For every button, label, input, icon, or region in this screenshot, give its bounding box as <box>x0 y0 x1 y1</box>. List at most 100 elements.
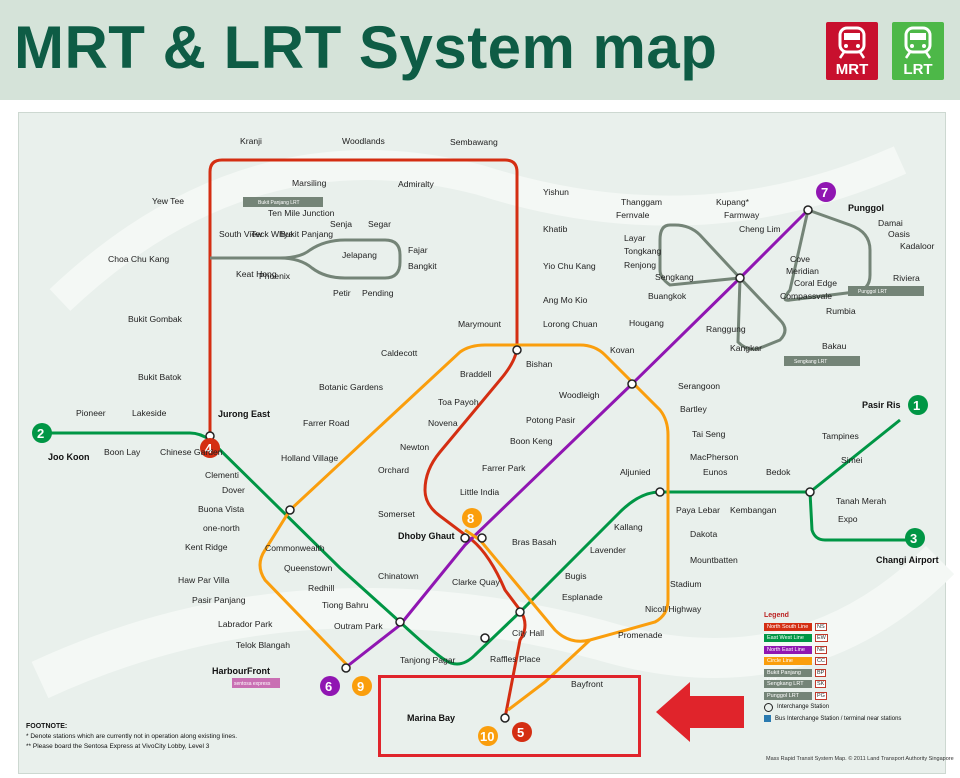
badge-1: 1 <box>913 398 920 413</box>
bukit-panjang-lrt <box>210 238 402 280</box>
station-buona-vista: Buona Vista <box>198 504 244 514</box>
north-east-line <box>344 208 810 670</box>
station-yio-chu-kang: Yio Chu Kang <box>543 261 596 271</box>
badge-6: 6 <box>325 679 332 694</box>
station-oasis: Oasis <box>888 229 910 239</box>
station-tongkang: Tongkang <box>624 246 661 256</box>
badge-9: 9 <box>357 679 364 694</box>
station-riviera: Riviera <box>893 273 920 283</box>
legend-label: Sengkang LRT <box>764 680 812 689</box>
interchange-city-hall <box>515 607 525 617</box>
legend-title: Legend <box>764 612 789 619</box>
station-meridian: Meridian <box>786 266 819 276</box>
station-one-north: one-north <box>203 523 240 533</box>
interchange-serangoon <box>627 379 637 389</box>
station-south-view: South View <box>219 229 263 239</box>
legend-code: BP <box>815 668 827 677</box>
station-lavender: Lavender <box>590 545 626 555</box>
station-tanah-merah: Tanah Merah <box>836 496 886 506</box>
credit-text: Mass Rapid Transit System Map. © 2011 La… <box>766 756 954 762</box>
station-marina-bay: Marina Bay <box>407 713 455 723</box>
station-damai: Damai <box>878 218 903 228</box>
legend-code: CC <box>815 657 827 666</box>
station-punggol: Punggol <box>848 203 884 213</box>
station-paya-lebar: Paya Lebar <box>676 505 720 515</box>
interchange-raffles-place <box>480 633 490 643</box>
station-tai-seng: Tai Seng <box>692 429 726 439</box>
station-kallang: Kallang <box>614 522 643 532</box>
station-petir: Petir <box>333 288 351 298</box>
station-outram-park: Outram Park <box>334 621 383 631</box>
station-sembawang: Sembawang <box>450 137 498 147</box>
sengkang-lrt <box>658 223 787 351</box>
station-lorong-chuan: Lorong Chuan <box>543 319 598 329</box>
station-bukit-gombak: Bukit Gombak <box>128 314 183 324</box>
interchange-bishan <box>512 345 522 355</box>
station-woodlands: Woodlands <box>342 136 385 146</box>
station-serangoon: Serangoon <box>678 381 720 391</box>
station-bakau: Bakau <box>822 341 847 351</box>
station-ang-mo-kio: Ang Mo Kio <box>543 295 588 305</box>
station-woodleigh: Woodleigh <box>559 390 600 400</box>
bukit-panjang-lrt-label: Bukit Panjang LRT <box>258 200 300 206</box>
station-buangkok: Buangkok <box>648 291 687 301</box>
legend-code: EW <box>815 634 828 643</box>
header-banner: MRT & LRT System map MRT LRT <box>0 0 960 100</box>
interchange-paya-lebar <box>655 487 665 497</box>
station-dover: Dover <box>222 485 245 495</box>
legend-code: PG <box>815 691 827 700</box>
station-joo-koon: Joo Koon <box>48 452 90 462</box>
station-bangkit: Bangkit <box>408 261 437 271</box>
station-keat-hong: Keat Hong <box>236 269 277 279</box>
station-marsiling: Marsiling <box>292 178 327 188</box>
station-compassvale: Compassvale <box>780 291 832 301</box>
station-jurong-east: Jurong East <box>218 409 270 419</box>
station-eunos: Eunos <box>703 467 727 477</box>
punggol-lrt-tag <box>848 286 924 296</box>
station-braddell: Braddell <box>460 369 492 379</box>
badge-8: 8 <box>467 511 474 526</box>
badge-7: 7 <box>821 185 828 200</box>
interchange-harbourfront <box>341 663 351 673</box>
mrt-logo-text: MRT <box>835 61 869 78</box>
footnote-line: * Denote stations which are currently no… <box>26 733 238 740</box>
station-ranggung: Ranggung <box>706 324 746 334</box>
station-phoenix: Phoenix <box>259 271 291 281</box>
station-rumbia: Rumbia <box>826 306 856 316</box>
station-little-india: Little India <box>460 487 499 497</box>
interchange-ring-icon <box>764 702 773 712</box>
legend-label: East West Line <box>764 634 812 643</box>
station-chinatown: Chinatown <box>378 571 419 581</box>
station-farrer-park: Farrer Park <box>482 463 526 473</box>
legend-row: Bus Interchange Station / terminal near … <box>764 713 901 725</box>
legend-code: NE <box>815 645 827 654</box>
interchange-tanah-merah <box>805 487 815 497</box>
station-bras-basah: Bras Basah <box>512 537 557 547</box>
interchange-sengkang <box>735 273 745 283</box>
legend-bus: Bus Interchange Station / terminal near … <box>775 715 902 722</box>
station-kembangan: Kembangan <box>730 505 777 515</box>
interchange-marina-bay <box>500 713 510 723</box>
station-coral-edge: Coral Edge <box>794 278 837 288</box>
station-clementi: Clementi <box>205 470 239 480</box>
lrt-logo: LRT <box>892 22 944 80</box>
station-kadaloor: Kadaloor <box>900 241 935 251</box>
badge-3: 3 <box>910 531 917 546</box>
sentosa-express-label: sentosa express <box>234 681 271 687</box>
legend-label: North South Line <box>764 622 812 631</box>
station-city-hall: City Hall <box>512 628 544 638</box>
station-khatib: Khatib <box>543 224 568 234</box>
station-jelapang: Jelapang <box>342 250 377 260</box>
station-sengkang: Sengkang <box>655 272 694 282</box>
badge-4: 4 <box>205 441 213 456</box>
legend-label: Bukit Panjang LRT <box>764 668 812 684</box>
station-bukit-panjang: Bukit Panjang <box>280 229 333 239</box>
station-tampines: Tampines <box>822 431 859 441</box>
line-number-badges: 1 2 3 4 5 6 7 8 9 10 <box>32 182 928 746</box>
east-west-line <box>42 418 901 666</box>
footnote-heading: FOOTNOTE: <box>26 723 68 730</box>
